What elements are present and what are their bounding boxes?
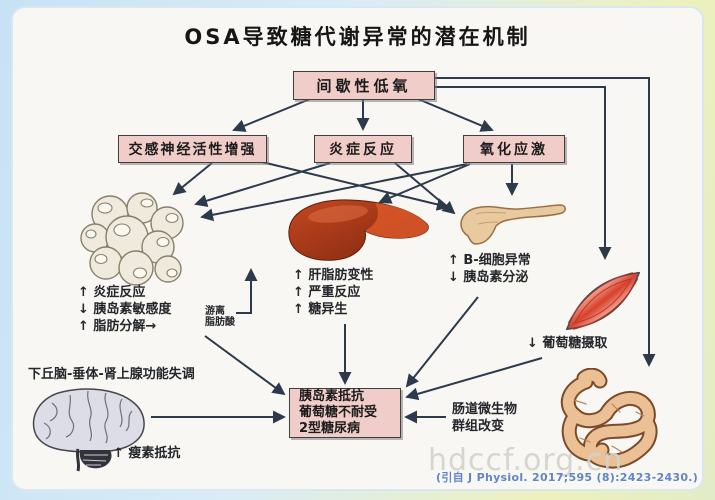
- outcome-line: 葡萄糖不耐受: [299, 405, 378, 420]
- pancreas-image: [460, 204, 566, 245]
- liver-line: ↑ 肝脂肪变性: [293, 268, 374, 283]
- liver-annotations: ↑ 肝脂肪变性 ↑ 严重反应 ↑ 糖异生: [293, 267, 373, 318]
- diagram-title: OSA导致糖代谢异常的潜在机制: [184, 25, 531, 49]
- node-inflammation: 炎症反应: [314, 135, 412, 163]
- outcome-line: 胰岛素抵抗: [299, 389, 365, 404]
- watermark-text: hdccf.org.cn: [428, 443, 624, 478]
- intestine-image: [560, 368, 658, 469]
- pancreas-line: ↑ B-细胞异常: [448, 253, 531, 268]
- brain-image: [32, 388, 145, 472]
- citation-text: (引自 J Physiol. 2017;595 (8):2423-2430.): [436, 471, 699, 484]
- gut-line: 群组改变: [452, 419, 505, 434]
- liver-image: [288, 199, 429, 261]
- liver-line: ↑ 严重反应: [293, 285, 361, 300]
- pancreas-line: ↓ 胰岛素分泌: [448, 270, 529, 285]
- hpa-axis-label: 下丘脑-垂体-肾上腺功能失调: [28, 367, 195, 382]
- node-oxidative-stress: 氧化应激: [463, 135, 565, 163]
- liver-line: ↑ 糖异生: [293, 302, 348, 317]
- adipose-annotations: ↑ 炎症反应 ↓ 胰岛素敏感度 ↑ 脂肪分解→: [78, 284, 171, 335]
- gut-annotations: 肠道微生物 群组改变: [452, 401, 517, 435]
- adipose-line: ↑ 脂肪分解→: [78, 319, 157, 334]
- node-intermittent-hypoxia: 间歇性低氧: [293, 71, 435, 100]
- leptin-annotation: ↑ 瘦素抵抗: [113, 446, 181, 461]
- node-outcome: 胰岛素抵抗 葡萄糖不耐受 2型糖尿病: [289, 388, 401, 438]
- adipocytes-image: [80, 192, 184, 286]
- node-sympathetic-activity: 交感神经活性增强: [118, 135, 267, 163]
- adipose-line: ↓ 胰岛素敏感度: [78, 302, 172, 317]
- free-fatty-acid-label: 游离 脂肪酸: [205, 306, 235, 328]
- muscle-image: [566, 271, 640, 331]
- outcome-line: 2型糖尿病: [299, 421, 361, 436]
- pancreas-annotations: ↑ B-细胞异常 ↓ 胰岛素分泌: [448, 252, 531, 286]
- adipose-line: ↑ 炎症反应: [78, 285, 146, 300]
- gut-line: 肠道微生物: [452, 402, 518, 417]
- muscle-annotation: ↓ 葡萄糖摄取: [527, 336, 608, 351]
